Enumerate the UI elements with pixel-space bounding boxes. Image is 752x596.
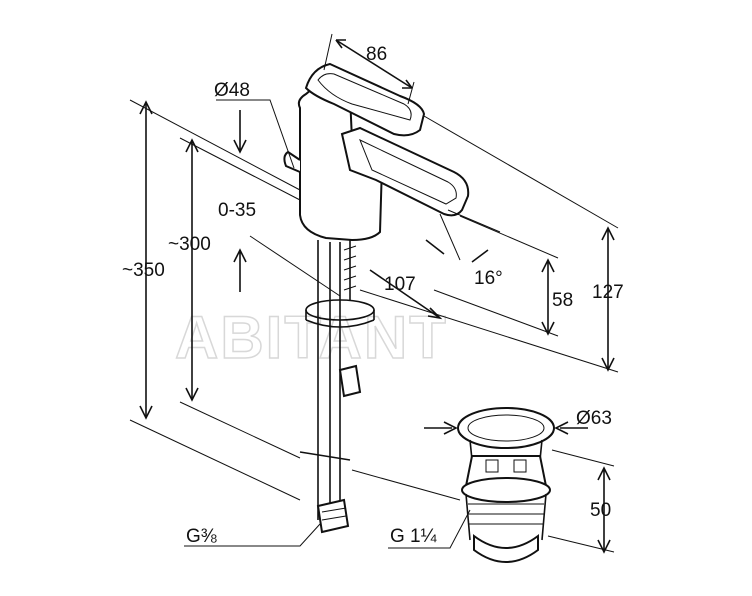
dimension-lines	[129, 33, 619, 554]
waste-valve	[457, 407, 555, 563]
label-thread-g38: G⅜	[186, 526, 217, 547]
label-height-127: 127	[592, 282, 624, 303]
label-thread-g114: G 1¼	[390, 526, 438, 547]
faucet-body	[283, 62, 470, 534]
label-height-58: 58	[552, 290, 573, 311]
label-height-350: ~350	[122, 260, 165, 281]
label-range-0-35: 0-35	[218, 200, 256, 221]
label-dia-63: Ø63	[576, 408, 612, 429]
dimension-labels: 86 Ø48 0-35 ~300 ~350 107 16° 58 127 Ø63…	[122, 44, 624, 547]
label-height-300: ~300	[168, 234, 211, 255]
label-dia-48: Ø48	[214, 80, 250, 101]
watermark: ABITANT	[175, 304, 448, 371]
label-height-50: 50	[590, 500, 611, 521]
label-angle-16: 16°	[474, 268, 503, 289]
label-width-86: 86	[366, 44, 387, 65]
label-spout-107: 107	[384, 274, 416, 295]
